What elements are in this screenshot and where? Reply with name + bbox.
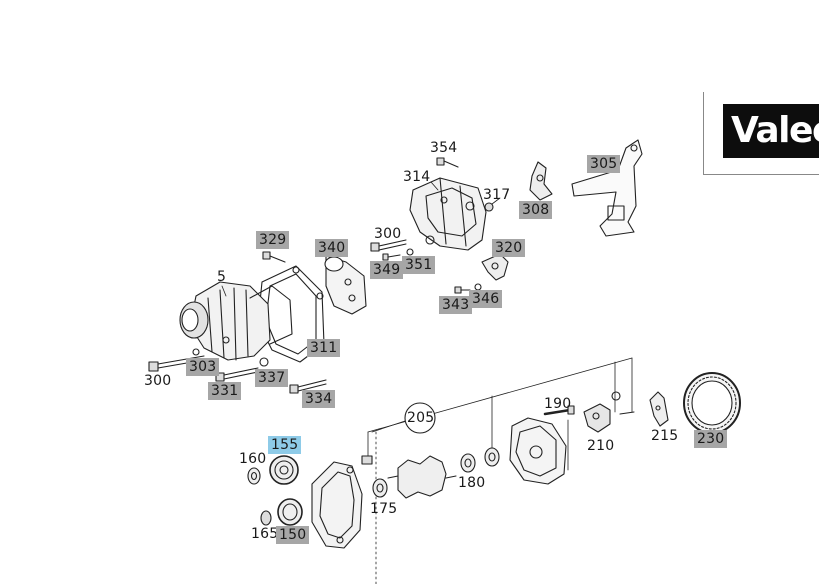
callout-343: 343 (439, 296, 473, 314)
callout-311: 311 (307, 339, 341, 357)
callout-337: 337 (255, 369, 289, 387)
callout-210: 210 (587, 438, 615, 454)
callout-334: 334 (302, 390, 336, 408)
bolt-331 (215, 367, 259, 382)
callout-320: 320 (492, 239, 526, 257)
bearing-175 (372, 478, 388, 498)
rotor (387, 455, 457, 499)
callout-331: 331 (208, 382, 242, 400)
front-housing (311, 461, 363, 549)
clip (361, 455, 373, 465)
sensor-clip-308 (529, 161, 553, 201)
valeo-logo-text: Valeo (731, 110, 819, 151)
nut-165 (260, 510, 272, 526)
callout-349: 349 (370, 261, 404, 279)
bolt-190 (543, 405, 575, 416)
callout-300-upper: 300 (374, 226, 402, 242)
rectifier-plate (509, 417, 567, 485)
logo-frame (703, 92, 819, 175)
callout-340: 340 (315, 239, 349, 257)
ring-230 (683, 372, 741, 434)
callout-354: 354 (430, 140, 458, 156)
callout-5: 5 (217, 269, 227, 285)
washer-337 (259, 357, 269, 367)
regulator-210 (583, 391, 635, 433)
callout-190: 190 (544, 396, 572, 412)
valeo-logo (723, 104, 819, 158)
callout-329: 329 (256, 231, 290, 249)
callout-346: 346 (469, 290, 503, 308)
cover-plate-340 (324, 255, 367, 315)
callout-160: 160 (239, 451, 267, 467)
bolt-343-nut-346 (454, 283, 482, 294)
callout-305: 305 (587, 155, 621, 173)
callout-150: 150 (276, 526, 310, 544)
washers-349-351 (382, 248, 414, 261)
callout-303: 303 (186, 358, 220, 376)
reference-circle-205 (404, 402, 436, 434)
callout-314: 314 (403, 169, 431, 185)
callout-215: 215 (651, 428, 679, 444)
pulley-155 (269, 455, 299, 485)
callout-230: 230 (694, 430, 728, 448)
leader-lines (221, 181, 501, 297)
callout-308: 308 (519, 201, 553, 219)
small-bracket-320 (481, 253, 509, 281)
nut-160 (247, 467, 261, 485)
callout-205: 205 (407, 410, 435, 426)
callout-175: 175 (370, 501, 398, 517)
mounting-bracket-314 (409, 177, 487, 251)
nut-317 (484, 202, 494, 212)
support-bracket-305 (571, 139, 643, 237)
callout-180: 180 (458, 475, 486, 491)
bolt-334 (289, 379, 327, 394)
brush-holder-215 (649, 391, 669, 427)
callout-165: 165 (251, 526, 279, 542)
callout-300-lower: 300 (144, 373, 172, 389)
callout-155: 155 (268, 436, 302, 454)
alternator-5 (179, 281, 293, 361)
bolt-303 (192, 348, 200, 356)
bearings-180 (460, 447, 500, 473)
pulley-150 (277, 498, 303, 526)
bolt-354 (436, 157, 459, 168)
screw-329 (262, 251, 286, 263)
callout-351: 351 (402, 256, 436, 274)
callout-317: 317 (483, 187, 511, 203)
bolt-300-upper (370, 239, 407, 252)
